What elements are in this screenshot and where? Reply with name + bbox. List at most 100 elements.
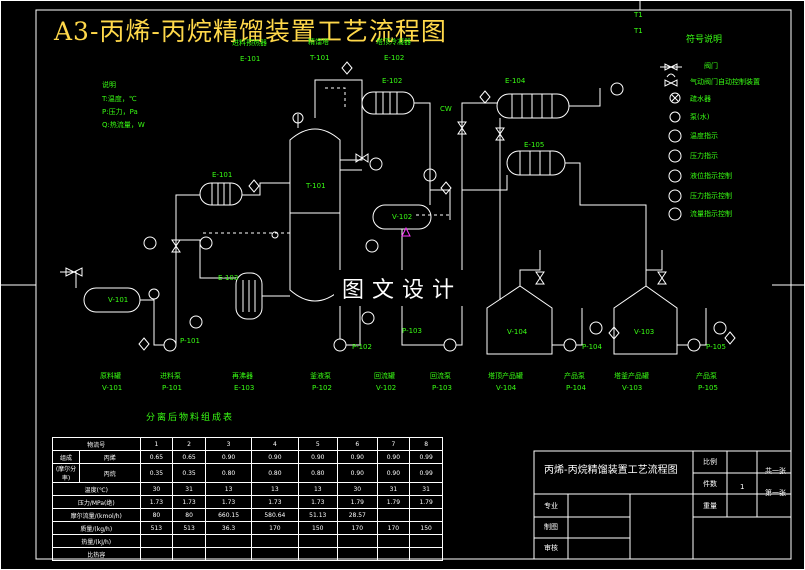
cell: 30 [139,482,174,496]
equipment-name: 塔顶产品罐 [488,372,523,380]
cell: 0.90 [251,450,299,464]
cell: 1.79 [409,495,443,509]
header-cell: 8 [409,437,443,451]
cell: 1.73 [204,495,253,509]
table-row: 比热容 [52,547,443,561]
row-label: 温度(℃) [52,482,141,496]
table-row: 质量/(kg/h) 513 513 36.3 170 150 170 170 1… [52,521,443,535]
cell: 80 [139,508,174,522]
tag-v102: V-102 [392,213,413,221]
cell: 150 [297,521,339,535]
cell [204,547,253,561]
notes-heading: 说明 [102,81,116,89]
cell: 31 [409,482,443,496]
legend-symbols [660,63,682,221]
equipment-tag: V-102 [376,384,397,392]
tag-p103: P-103 [402,327,422,335]
tag-cw: CW [440,105,452,113]
tag-e101: E-101 [212,171,233,179]
table-row: 组成 丙烯 0.65 0.65 0.90 0.90 0.90 0.90 0.90… [52,450,443,464]
cell [139,547,174,561]
cell: 30 [337,482,378,496]
row-label: 热量/(kJ/h) [52,534,141,548]
title-block-drawn-label: 制图 [544,523,558,531]
cell: 0.35 [139,463,174,483]
legend-label: 液位指示控制 [690,172,732,180]
legend-label: 温度指示 [690,132,718,140]
legend-label: 疏水器 [690,95,711,103]
cell: 660.15 [204,508,253,522]
table-header-row: 物流号 1 2 3 4 5 6 7 8 [52,437,443,451]
cell [297,534,339,548]
watermark-text: 图文设计 [334,270,471,306]
cell: 0.99 [409,450,443,464]
legend-heading: 符号说明 [686,35,723,45]
cell: 0.99 [409,463,443,483]
cell [139,534,174,548]
composition-table: 物流号 1 2 3 4 5 6 7 8 组成 丙烯 0.65 0.65 0.90… [52,437,443,561]
top-right-mark-1: T1 [634,11,643,19]
equipment-tag: P-105 [698,384,718,392]
cell [409,534,443,548]
cell: 170 [376,521,411,535]
cell: 1.73 [172,495,206,509]
tag-p104: P-104 [582,343,602,351]
cell: 170 [337,521,378,535]
cell [172,534,206,548]
tag-e102: E-102 [382,77,403,85]
cell: 31 [172,482,206,496]
legend-label: 气动阀门自动控制装置 [690,78,760,86]
cell: 0.80 [251,463,299,483]
row-label: 压力/MPa(绝) [52,495,141,509]
tag-p102: P-102 [352,343,372,351]
cell [376,547,411,561]
notes-line: Q:热流量，W [102,121,145,129]
cell: 0.90 [337,463,378,483]
equipment-name: 回流罐 [374,372,395,380]
cell [376,508,411,522]
equipment-tag: P-101 [162,384,182,392]
equipment-tag: V-101 [102,384,123,392]
drawing-title: A3-丙烯-丙烷精馏装置工艺流程图 [54,17,447,46]
cell [337,547,378,561]
row-label: 丙烷 [79,463,141,483]
tag-v101: V-101 [108,296,129,304]
title-block-ratio-label: 比例 [703,458,717,466]
equipment-tag: E-103 [234,384,255,392]
cell [204,534,253,548]
equipment-tag: E-102 [384,54,405,62]
cell: 580.64 [251,508,299,522]
top-right-mark-2: T1 [634,27,643,35]
instrument-bubbles [143,82,727,335]
cell: 0.35 [172,463,206,483]
magenta-marker [401,226,411,237]
table-row: 热量/(kJ/h) [52,534,443,548]
exchanger-e105 [506,150,566,176]
cell [409,547,443,561]
dashed-signal-lines [203,87,450,234]
cell: 170 [251,521,299,535]
equipment-tag: V-104 [496,384,517,392]
header-cell: 7 [376,437,411,451]
equipment-name: 塔顶冷凝器 [376,38,411,46]
row-group: (摩尔分率) [52,463,80,483]
cell: 1.79 [337,495,378,509]
cell: 0.80 [204,463,253,483]
legend-label: 泵(水) [690,113,710,121]
equipment-name: 进料预热器 [232,39,267,47]
tag-v103: V-103 [634,328,655,336]
header-cell: 4 [251,437,299,451]
equipment-tag: V-103 [622,384,643,392]
valves [65,121,667,285]
title-block-sheet-label: 共一张 [765,467,786,475]
legend-label: 压力指示控制 [690,192,732,200]
equipment-name: 回流泵 [430,372,451,380]
exchanger-e104 [496,93,570,119]
table-row: 温度(℃) 30 31 13 13 13 30 31 31 [52,482,443,496]
cell: 51.13 [297,508,339,522]
cell: 1.73 [139,495,174,509]
equipment-name: 釜液泵 [310,372,331,380]
header-cell: 2 [172,437,206,451]
tag-e104: E-104 [505,77,526,85]
equipment-tag: P-104 [566,384,586,392]
